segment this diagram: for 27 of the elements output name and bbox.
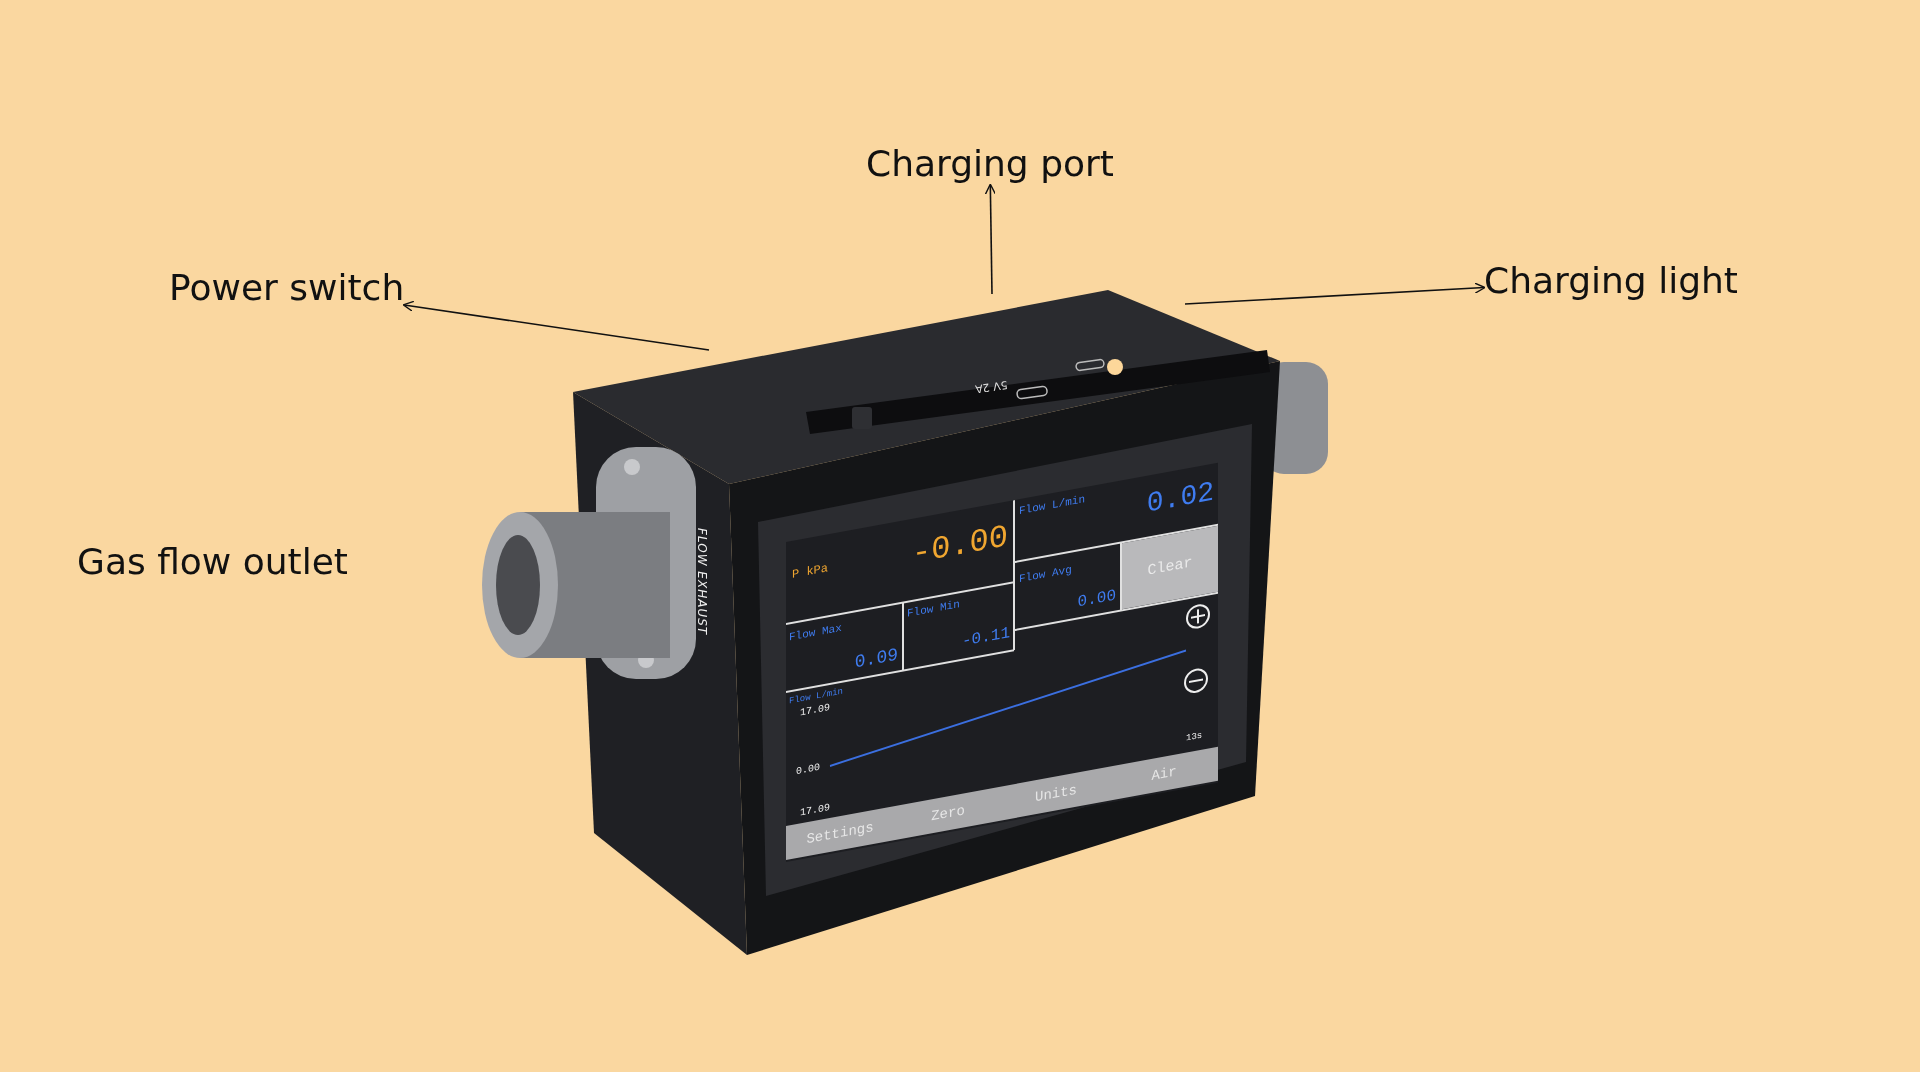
menu-item: Settings [805, 817, 875, 850]
part-label: Gas flow outlet [77, 540, 348, 584]
arrow [1184, 282, 1486, 305]
callout-label: Power switch [169, 266, 405, 310]
arrow [984, 183, 997, 295]
menu-item: Units [1034, 780, 1078, 808]
readout-value: -0.11 [962, 624, 1010, 652]
readout-label: Flow Max [789, 621, 842, 644]
readout-value: 0.00 [1077, 587, 1116, 613]
port-marking: 5V 2A [974, 377, 1009, 396]
menu-item: Zero [930, 801, 966, 827]
axis-tick-label: 17.09 [800, 701, 830, 719]
readout-label: P kPa [792, 562, 828, 583]
readout-value: 0.02 [1146, 477, 1214, 521]
axis-tick-label: 17.09 [800, 801, 830, 819]
readout-label: Flow Avg [1019, 563, 1072, 586]
readout-label: Flow Min [907, 598, 960, 620]
callout-label: Charging light [1484, 259, 1738, 303]
menu-item: Air [1150, 762, 1178, 786]
readout-label: Flow L/min [1019, 493, 1085, 518]
port-marking: FLOW EXHAUST [695, 528, 710, 636]
readout-value: 0.09 [854, 645, 898, 674]
readout-value: -0.00 [912, 519, 1008, 573]
axis-tick-label: 0.00 [796, 761, 820, 778]
time-label: 13s [1186, 731, 1203, 745]
arrow [402, 300, 710, 351]
callout-label: Charging port [866, 142, 1114, 186]
